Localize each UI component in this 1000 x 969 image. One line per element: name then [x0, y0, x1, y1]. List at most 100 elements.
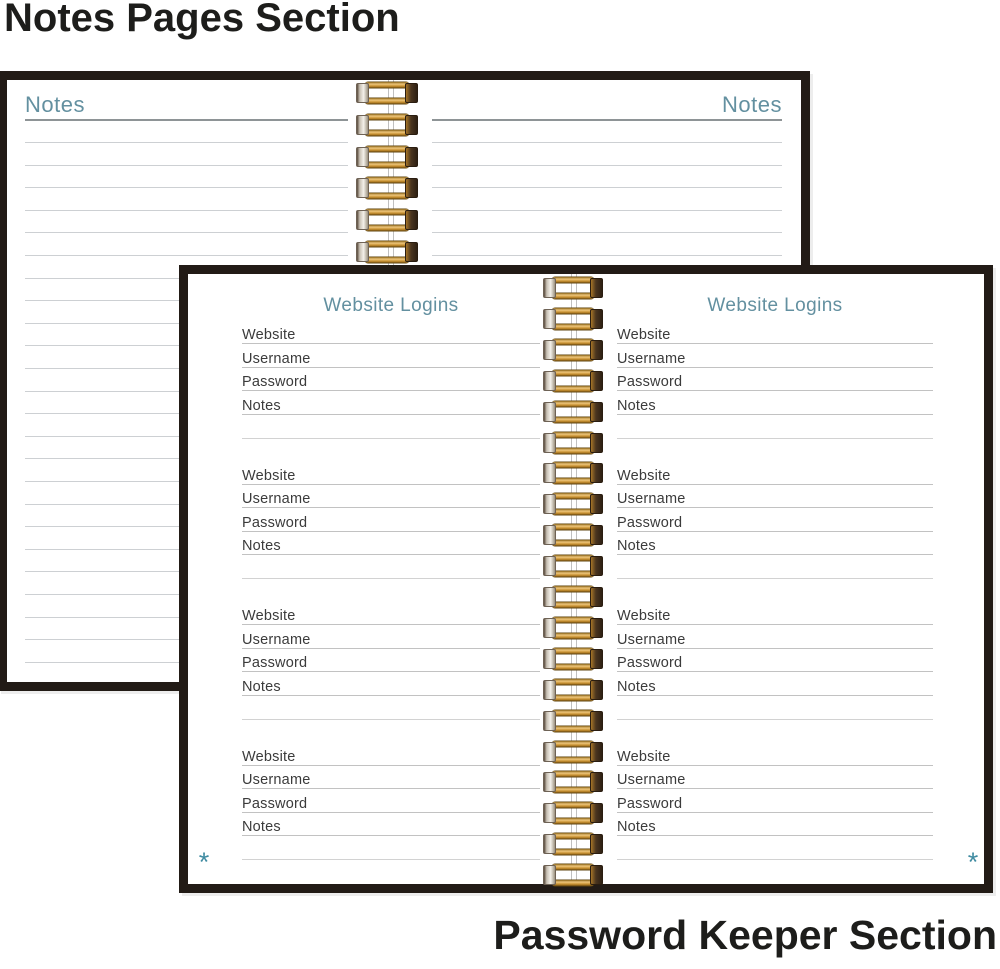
field-label: Notes — [617, 397, 656, 414]
wire-cap-left — [543, 834, 556, 855]
binding-wire-icon — [543, 802, 603, 825]
wire-cap-right — [590, 339, 603, 360]
binding-wire-icon — [543, 462, 603, 485]
wire-bar-top — [552, 431, 594, 438]
field-label: Username — [617, 491, 686, 507]
wire-bar-bottom — [552, 818, 594, 825]
binding-wire-icon — [356, 241, 418, 263]
field-rule — [617, 343, 933, 344]
wire-bar-bottom — [365, 225, 409, 232]
field-label: Website — [617, 327, 671, 343]
wire-cap-right — [590, 741, 603, 762]
wire-cap-right — [590, 556, 603, 577]
field-label: Username — [242, 350, 311, 367]
spacer-rule — [617, 578, 933, 579]
binding-wire-icon — [543, 277, 603, 299]
footnote-asterisk-left: * — [198, 847, 210, 877]
binding-wire-icon — [543, 555, 603, 578]
wire-bar-top — [365, 113, 409, 120]
wire-bar-bottom — [365, 193, 409, 200]
binding-wire-icon — [543, 709, 603, 732]
wire-cap-left — [543, 308, 556, 329]
wire-bar-bottom — [552, 849, 594, 856]
wire-bar-top — [552, 802, 594, 809]
notes-section-caption: Notes Pages Section — [4, 0, 400, 40]
field-label: Username — [242, 631, 311, 648]
wire-bar-bottom — [552, 354, 594, 361]
field-rule — [242, 554, 540, 555]
binding-wire-icon — [543, 647, 603, 670]
wire-cap-right — [405, 146, 418, 167]
wire-cap-right — [590, 772, 603, 793]
wire-bar-top — [552, 462, 594, 469]
wire-bar-bottom — [552, 416, 594, 423]
wire-cap-left — [543, 278, 556, 298]
password-section-caption: Password Keeper Section — [493, 912, 997, 958]
field-rule — [242, 413, 540, 415]
wire-cap-right — [590, 494, 603, 515]
wire-bar-top — [365, 209, 409, 216]
notes-page-header-left: Notes — [25, 92, 85, 117]
field-label: Username — [617, 772, 686, 788]
wire-bar-top — [552, 307, 594, 314]
wire-cap-right — [590, 308, 603, 329]
binding-wire-icon — [543, 771, 603, 794]
binding-wire-icon — [543, 369, 603, 392]
field-rule — [242, 507, 540, 508]
wire-bar-top — [552, 277, 594, 283]
field-label: Notes — [242, 397, 281, 414]
binding-wire-icon — [356, 177, 418, 200]
wire-bar-bottom — [552, 880, 594, 887]
field-label: Website — [242, 748, 296, 765]
ruled-line — [25, 255, 348, 256]
field-rule — [242, 694, 540, 696]
wire-bar-bottom — [552, 632, 594, 639]
binding-wire-icon — [543, 740, 603, 763]
wire-bar-top — [552, 524, 594, 531]
wire-cap-right — [590, 834, 603, 855]
header-underline-right — [432, 119, 782, 121]
wire-bar-top — [552, 678, 594, 685]
wire-bar-bottom — [552, 509, 594, 516]
ruled-line — [432, 255, 782, 256]
website-logins-header-right: Website Logins — [707, 295, 843, 316]
wire-bar-top — [552, 493, 594, 500]
field-label: Password — [242, 795, 308, 812]
wire-bar-top — [552, 864, 594, 871]
wire-cap-right — [590, 278, 603, 298]
spacer-rule — [242, 859, 540, 860]
binding-wire-icon — [543, 864, 603, 887]
field-rule — [617, 671, 933, 672]
field-rule — [242, 788, 540, 789]
binding-wire-icon — [543, 616, 603, 639]
wire-bar-bottom — [552, 385, 594, 392]
wire-cap-right — [590, 463, 603, 484]
field-rule — [242, 811, 540, 813]
wire-cap-right — [590, 401, 603, 422]
ruled-line — [25, 187, 348, 189]
ruled-line — [25, 232, 348, 234]
wire-bar-top — [365, 82, 409, 88]
field-rule — [617, 530, 933, 532]
wire-cap-left — [356, 146, 369, 167]
wire-cap-right — [590, 648, 603, 669]
footnote-asterisk-right: * — [967, 847, 979, 877]
field-label: Password — [617, 655, 683, 671]
wire-cap-left — [543, 339, 556, 360]
wire-bar-top — [552, 555, 594, 562]
wire-bar-bottom — [552, 478, 594, 485]
spacer-rule — [242, 437, 540, 439]
wire-bar-top — [552, 338, 594, 345]
wire-cap-left — [543, 741, 556, 762]
wire-cap-right — [405, 242, 418, 262]
wire-bar-bottom — [552, 540, 594, 547]
wire-cap-right — [590, 865, 603, 886]
field-rule — [242, 366, 540, 368]
field-label: Notes — [242, 819, 281, 835]
field-rule — [617, 483, 933, 485]
field-label: Website — [617, 748, 671, 765]
wire-cap-right — [590, 432, 603, 453]
wire-cap-left — [356, 114, 369, 135]
